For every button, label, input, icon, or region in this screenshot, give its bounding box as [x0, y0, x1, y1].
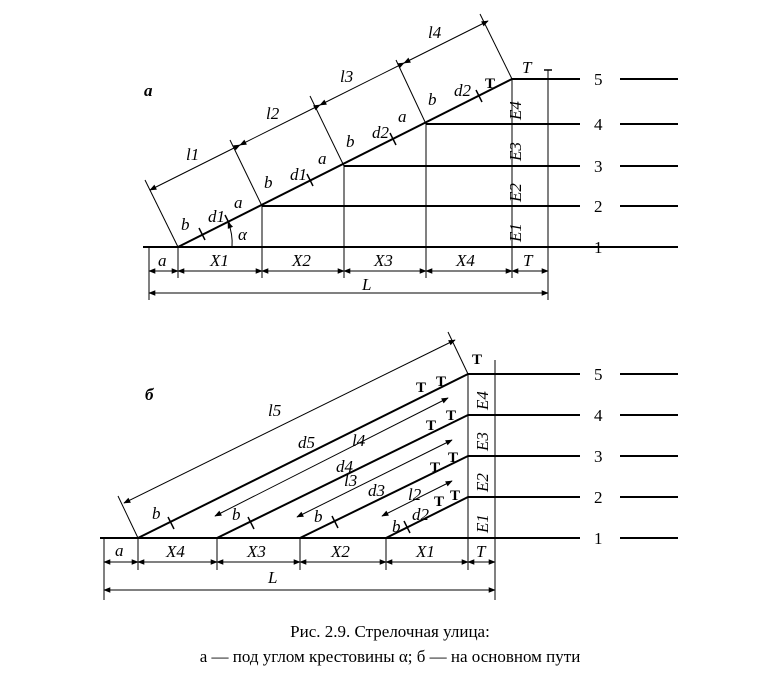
panel-label-a: а — [144, 81, 153, 100]
track-number-4: 4 — [594, 115, 603, 134]
x4-label: X4 — [165, 542, 185, 561]
d3-label: d3 — [368, 481, 385, 500]
d1-label: d1 — [208, 207, 225, 226]
track-number-5: 5 — [594, 365, 603, 384]
bottom-t-label: T — [476, 542, 487, 561]
b-label: b — [181, 215, 190, 234]
track-number-2: 2 — [594, 488, 603, 507]
e2-label: E2 — [506, 183, 525, 203]
x2-label: X2 — [291, 251, 311, 270]
track-number-5: 5 — [594, 70, 603, 89]
bottom-a-label: a — [158, 251, 167, 270]
b-label: b — [232, 505, 241, 524]
e2-label: E2 — [473, 473, 492, 493]
d2-label: d2 — [412, 505, 430, 524]
b-label: b — [392, 517, 401, 536]
t-mark: T — [436, 374, 446, 390]
length-label-l4: l4 — [352, 431, 366, 450]
figure-caption-title: Рис. 2.9. Стрелочная улица: — [290, 622, 490, 641]
e3-label: E3 — [506, 142, 525, 162]
a-label: a — [318, 149, 327, 168]
t-label: T — [522, 58, 533, 77]
b-label: b — [428, 90, 437, 109]
figure-caption-legend: а — под углом крестовины α; б — на основ… — [199, 647, 581, 666]
figure-b — [100, 331, 678, 600]
figure-b-labels: б 1 2 3 4 5 l5 d5 l4 d4 l3 d3 l2 d2 b b … — [115, 352, 603, 587]
e3-label: E3 — [473, 432, 492, 452]
t-mark: T — [450, 488, 460, 504]
a-label: a — [398, 107, 407, 126]
x3-label: X3 — [246, 542, 266, 561]
track-number-1: 1 — [594, 238, 603, 257]
length-label-l2: l2 — [408, 485, 422, 504]
track-number-3: 3 — [594, 447, 603, 466]
t-mark: T — [430, 460, 440, 476]
bottom-t-label: T — [523, 251, 534, 270]
a-label: a — [234, 193, 243, 212]
b-label: b — [314, 507, 323, 526]
length-label-l5: l5 — [268, 401, 281, 420]
length-label-l2: l2 — [266, 104, 280, 123]
length-label-l3: l3 — [344, 471, 357, 490]
d2-label: d2 — [372, 123, 390, 142]
alpha-label: α — [238, 225, 248, 244]
length-label-l1: l1 — [186, 145, 199, 164]
t-mark: T — [485, 76, 495, 92]
t-mark: T — [472, 352, 482, 368]
diagonal-track — [385, 496, 469, 539]
t-mark: T — [448, 450, 458, 466]
t-mark: T — [434, 494, 444, 510]
b-label: b — [264, 173, 273, 192]
x2-label: X2 — [330, 542, 350, 561]
length-label-l4: l4 — [428, 23, 442, 42]
d1-label: d1 — [290, 165, 307, 184]
diagonal-track — [177, 78, 513, 248]
x1-label: X1 — [415, 542, 435, 561]
panel-label-b: б — [145, 385, 155, 404]
e4-label: E4 — [473, 391, 492, 411]
track-number-1: 1 — [594, 529, 603, 548]
track-number-3: 3 — [594, 157, 603, 176]
e1-label: E1 — [473, 514, 492, 534]
d4-label: d4 — [336, 457, 354, 476]
bottom-a-label: a — [115, 541, 124, 560]
total-length-label: L — [267, 568, 277, 587]
figure-a-labels: а 1 2 3 4 5 l1 l2 l3 l4 b d1 a b d1 a b … — [144, 23, 603, 294]
b-label: b — [152, 504, 161, 523]
track-number-2: 2 — [594, 197, 603, 216]
d5-label: d5 — [298, 433, 315, 452]
t-mark: T — [426, 418, 436, 434]
total-length-label: L — [361, 275, 371, 294]
t-mark: T — [416, 380, 426, 396]
track-number-4: 4 — [594, 406, 603, 425]
b-label: b — [346, 132, 355, 151]
figure-a — [143, 13, 678, 300]
x3-label: X3 — [373, 251, 393, 270]
d2-label: d2 — [454, 81, 472, 100]
e4-label: E4 — [506, 101, 525, 121]
e1-label: E1 — [506, 223, 525, 243]
x1-label: X1 — [209, 251, 229, 270]
x4-label: X4 — [455, 251, 475, 270]
t-mark: T — [446, 408, 456, 424]
length-label-l3: l3 — [340, 67, 353, 86]
